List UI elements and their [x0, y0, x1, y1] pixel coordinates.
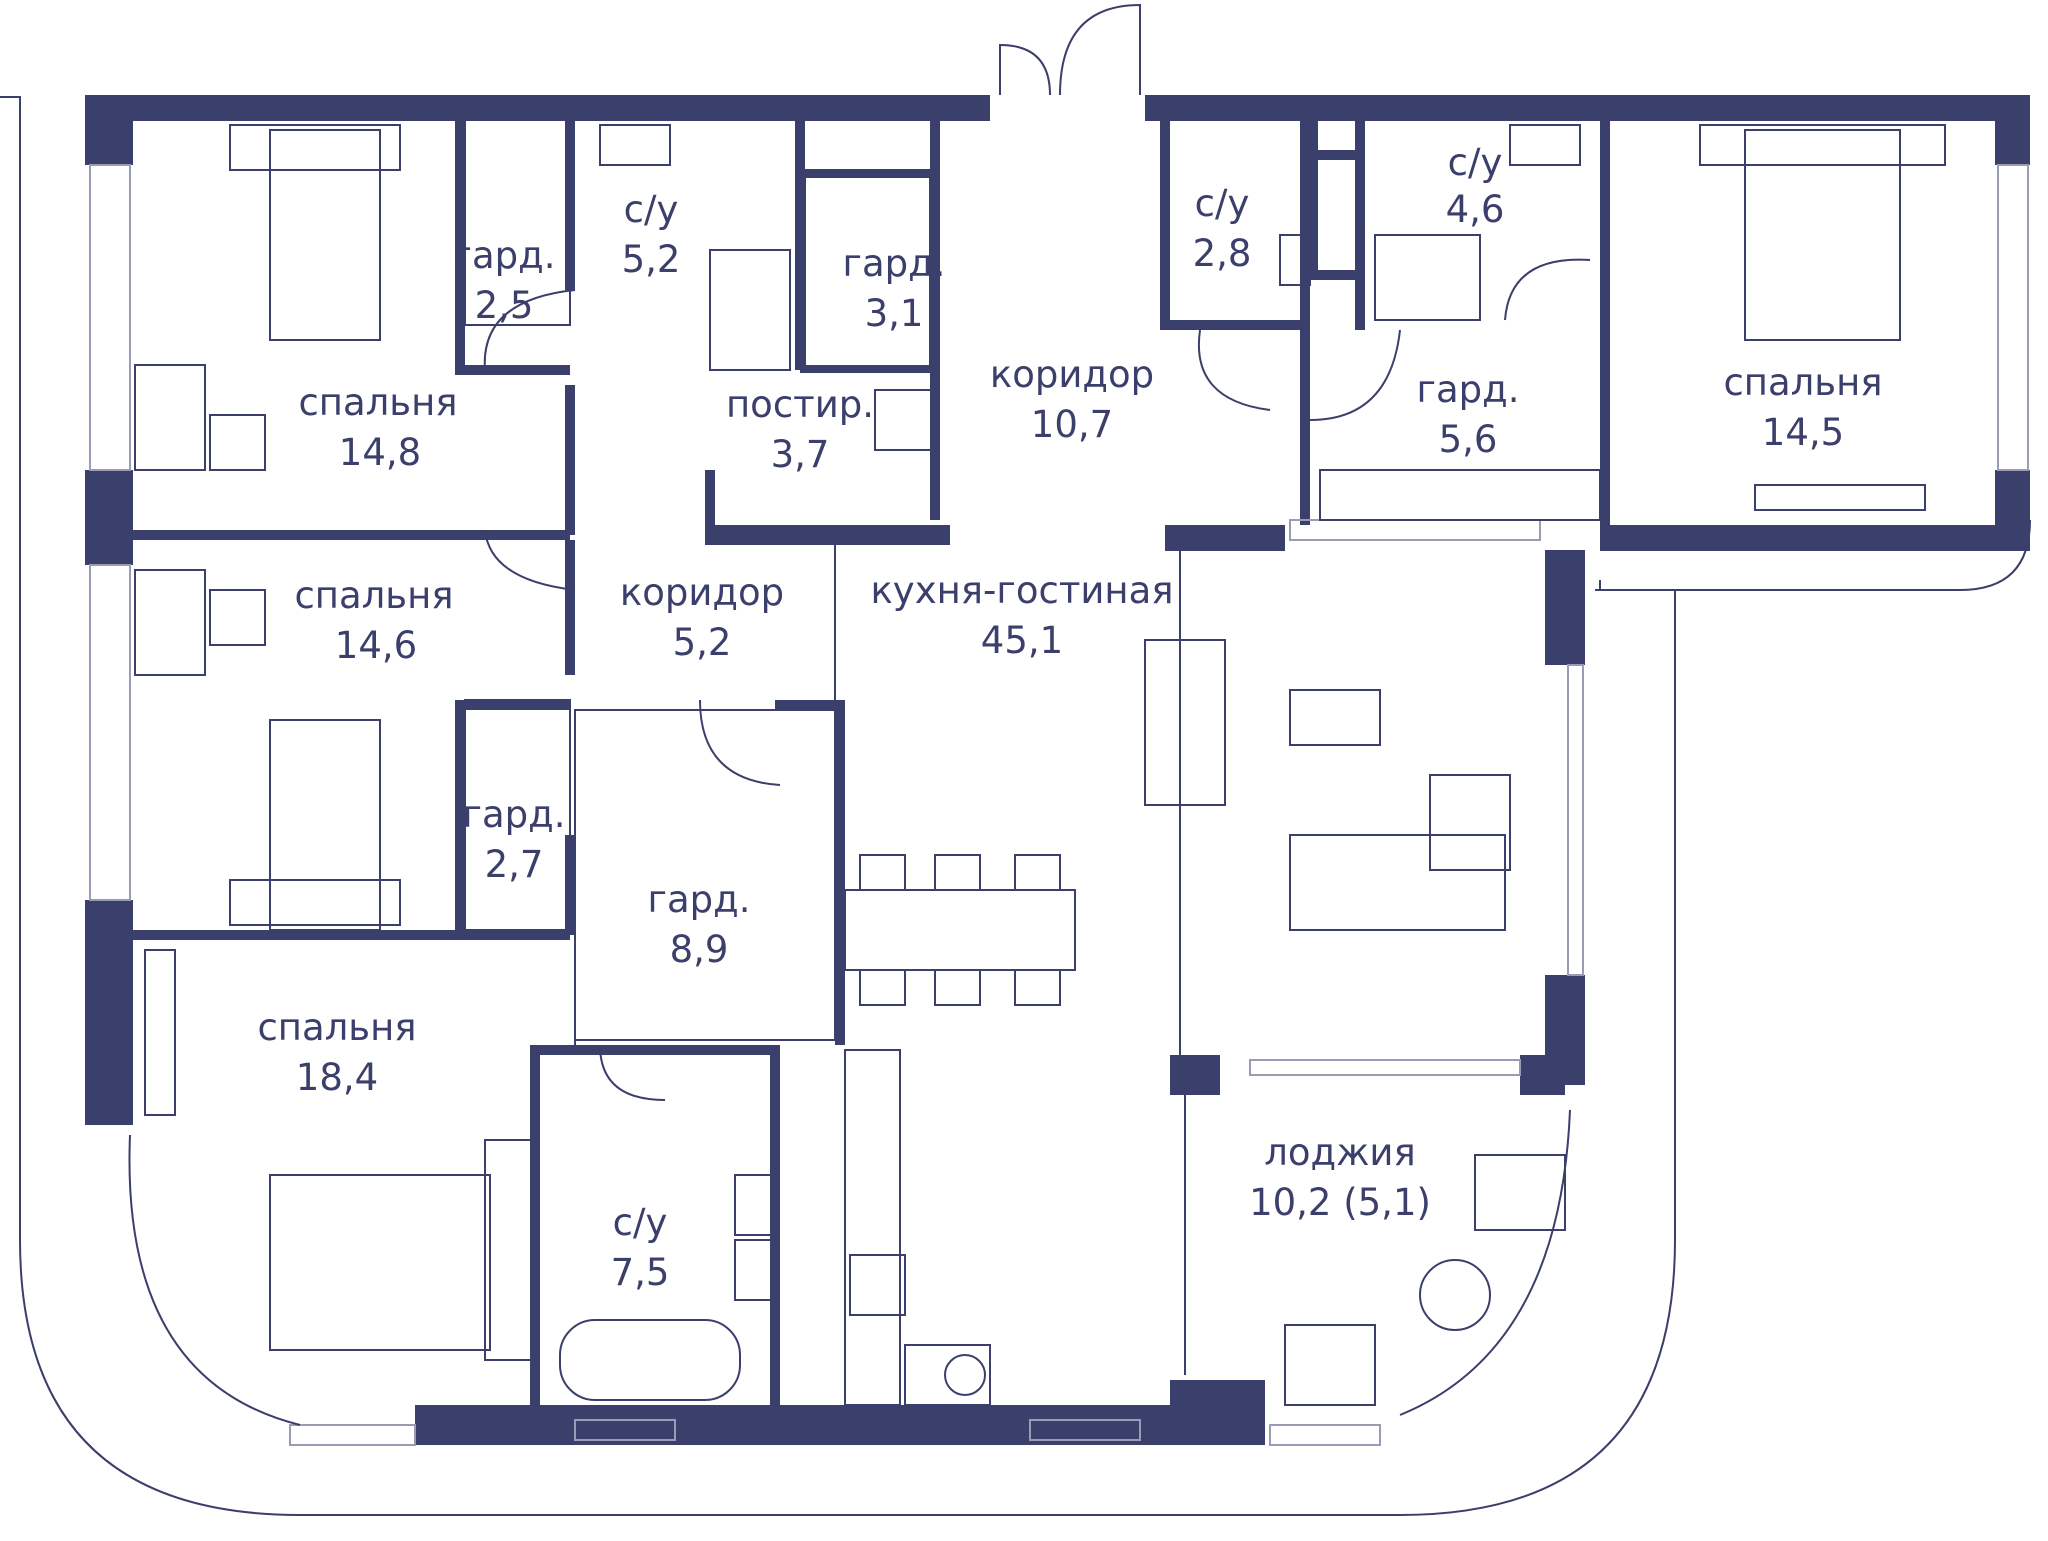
room-area-gard-1: 2,5: [475, 284, 534, 327]
room-name-corr-main: коридор: [990, 353, 1154, 396]
terrace-outline-east: [1595, 589, 1676, 1240]
room-area-gard-4: 2,7: [485, 843, 544, 886]
room-name-bed-w: спальня: [294, 574, 453, 617]
terrace-outline: [0, 95, 1676, 1516]
room-name-wc-3: с/у: [1448, 141, 1503, 184]
room-name-gard-2: гард.: [843, 242, 946, 285]
room-area-corr-2: 5,2: [673, 621, 732, 664]
room-area-corr-main: 10,7: [1031, 403, 1113, 446]
room-name-bed-sw: спальня: [257, 1006, 416, 1049]
room-area-wc-1: 5,2: [622, 238, 681, 281]
room-name-loggia: лоджия: [1264, 1131, 1416, 1174]
room-area-bed-nw: 14,8: [339, 431, 421, 474]
room-outlines: [483, 258, 1591, 1101]
room-name-wc-2: с/у: [1195, 182, 1250, 225]
room-area-wc-2: 2,8: [1193, 232, 1252, 275]
room-labels: спальня 14,8 гард. 2,5 с/у 5,2 гард. 3,1…: [257, 141, 1882, 1294]
room-area-bed-w: 14,6: [335, 624, 417, 667]
room-name-gard-3: гард.: [1417, 368, 1520, 411]
furniture: [128, 119, 1946, 1426]
room-area-loggia: 10,2 (5,1): [1249, 1181, 1431, 1224]
room-area-wc-4: 7,5: [611, 1251, 670, 1294]
room-name-gard-5: гард.: [648, 878, 751, 921]
room-name-laundry: постир.: [726, 383, 874, 426]
room-area-bed-ne: 14,5: [1762, 411, 1844, 454]
room-area-gard-2: 3,1: [865, 292, 924, 335]
room-area-bed-sw: 18,4: [296, 1056, 378, 1099]
entrance-door: [999, 3, 1141, 96]
room-name-wc-4: с/у: [613, 1201, 668, 1244]
walls: [85, 95, 2030, 1445]
room-area-wc-3: 4,6: [1446, 188, 1505, 231]
room-name-gard-4: гард.: [463, 793, 566, 836]
room-name-bed-ne: спальня: [1723, 361, 1882, 404]
room-area-gard-3: 5,6: [1439, 418, 1498, 461]
room-area-laundry: 3,7: [771, 433, 830, 476]
room-name-living: кухня-гостиная: [870, 569, 1173, 612]
room-name-bed-nw: спальня: [298, 381, 457, 424]
room-area-gard-5: 8,9: [670, 928, 729, 971]
room-name-corr-2: коридор: [620, 571, 784, 614]
room-name-wc-1: с/у: [624, 188, 679, 231]
room-name-gard-1: гард.: [453, 234, 556, 277]
room-area-living: 45,1: [981, 619, 1063, 662]
